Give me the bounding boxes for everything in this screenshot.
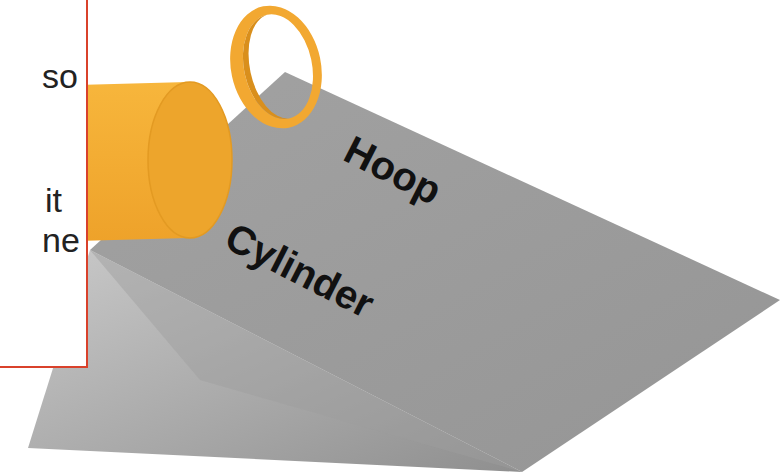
wedge-slope [90,72,780,472]
hoop-ring [219,0,333,137]
cylinder-end [148,82,232,238]
panel-text: so [42,58,78,95]
panel-text: ne [42,222,80,259]
panel-text: it [45,182,62,219]
text-panel: so itne [0,0,88,368]
cylinder-rim [148,82,232,238]
